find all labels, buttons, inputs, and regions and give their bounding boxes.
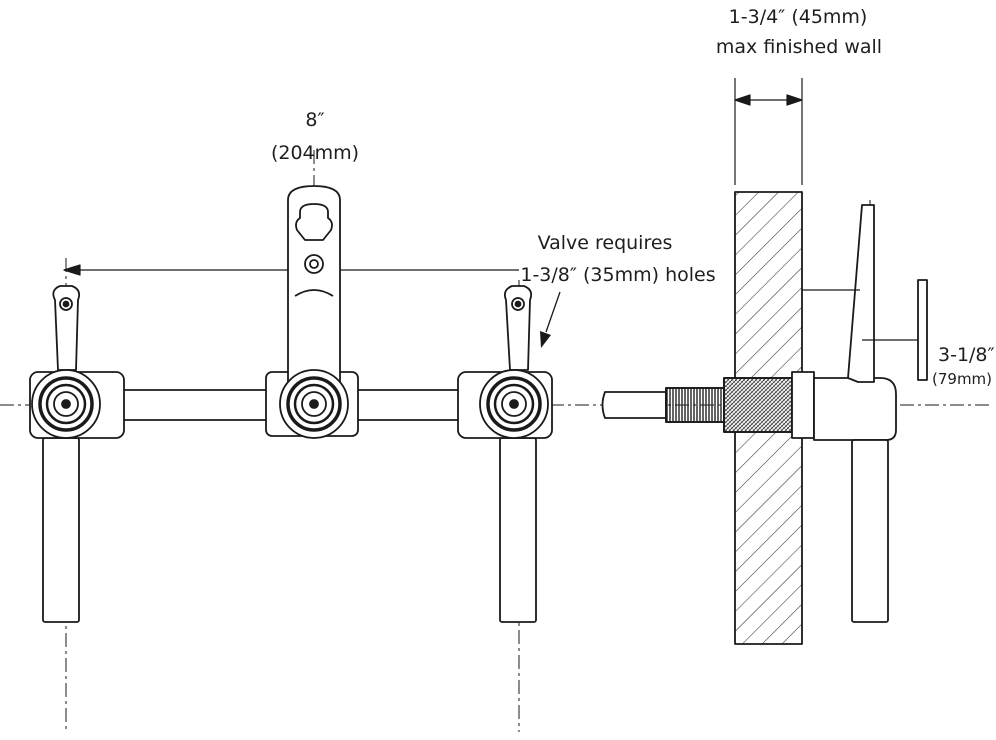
reach-value-label: 3-1/8″ [938,344,995,366]
holes-label-line1: Valve requires [537,232,673,254]
spacing-value-label: 8″ [305,109,325,131]
center-spout [265,185,359,439]
wall-finished-label: max finished wall [715,36,883,58]
side-valve [601,204,928,623]
holes-leader [540,291,561,348]
holes-label-line2: 1-3/8″ (35mm) holes [520,264,716,286]
spacing-metric-label: (204mm) [270,142,360,164]
left-valve [29,285,125,623]
wall-dimension-label: 1-3/4″ (45mm) [728,6,868,28]
wall-dimension [734,78,803,185]
reach-metric-label: (79mm) [932,370,993,388]
right-valve [457,285,553,623]
center-lines [0,150,990,732]
